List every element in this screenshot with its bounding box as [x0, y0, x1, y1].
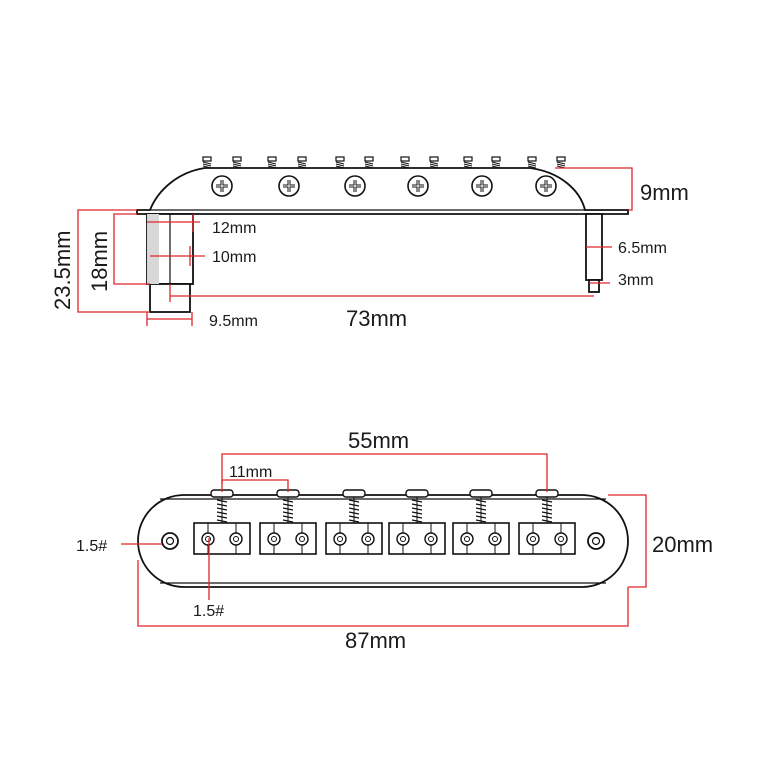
saddle: [518, 489, 576, 555]
intonation-screw: [400, 156, 410, 169]
intonation-screws: [202, 156, 566, 169]
post-height-label: 18mm: [87, 231, 112, 292]
right-post-tip-label: 3mm: [618, 272, 654, 289]
post-base-width-label: 9.5mm: [209, 313, 258, 330]
right-post-width-label: 6.5mm: [618, 240, 667, 257]
top-view: 55mm 11mm 20mm 87mm 1.5# 1.5#: [76, 428, 713, 653]
phillips-screw-icon: [535, 175, 557, 197]
width-label: 20mm: [652, 532, 713, 557]
phillips-screw-icon: [278, 175, 300, 197]
intonation-screw: [556, 156, 566, 169]
post-middle-width-label: 10mm: [212, 249, 256, 266]
intonation-screw: [364, 156, 374, 169]
side-dimension-lines: [77, 167, 633, 326]
intonation-screw: [429, 156, 439, 169]
string-span-label: 55mm: [348, 428, 409, 453]
left-hole-label: 1.5#: [76, 538, 107, 555]
phillips-screw-icon: [211, 175, 233, 197]
length-label: 87mm: [345, 628, 406, 653]
right-post: [585, 213, 603, 293]
phillips-screw-icon: [344, 175, 366, 197]
phillips-screw-icon: [471, 175, 493, 197]
intonation-screw: [297, 156, 307, 169]
post-spacing-label: 73mm: [346, 306, 407, 331]
saddle-screw-heads: [211, 175, 557, 197]
intonation-screw: [335, 156, 345, 169]
saddle-hole-label: 1.5#: [193, 603, 224, 620]
saddle: [452, 489, 510, 555]
phillips-screw-icon: [407, 175, 429, 197]
saddle: [259, 489, 317, 555]
intonation-screw: [463, 156, 473, 169]
saddles: [193, 489, 576, 555]
intonation-screw: [267, 156, 277, 169]
end-holes: [161, 532, 605, 550]
intonation-screw: [202, 156, 212, 169]
saddle: [325, 489, 383, 555]
total-height-label: 23.5mm: [50, 231, 75, 310]
height-label: 9mm: [640, 180, 689, 205]
top-dimension-lines: [121, 453, 647, 627]
saddle: [388, 489, 446, 555]
side-view: 9mm 12mm 10mm 9.5mm 73mm 6.5mm 3mm 18mm …: [50, 156, 689, 331]
saddle: [193, 489, 251, 555]
bridge-body-top: [137, 494, 629, 588]
intonation-screw: [527, 156, 537, 169]
left-post: [146, 213, 194, 313]
intonation-screw: [491, 156, 501, 169]
string-spacing-label: 11mm: [229, 464, 272, 481]
intonation-screw: [232, 156, 242, 169]
post-top-width-label: 12mm: [212, 220, 256, 237]
